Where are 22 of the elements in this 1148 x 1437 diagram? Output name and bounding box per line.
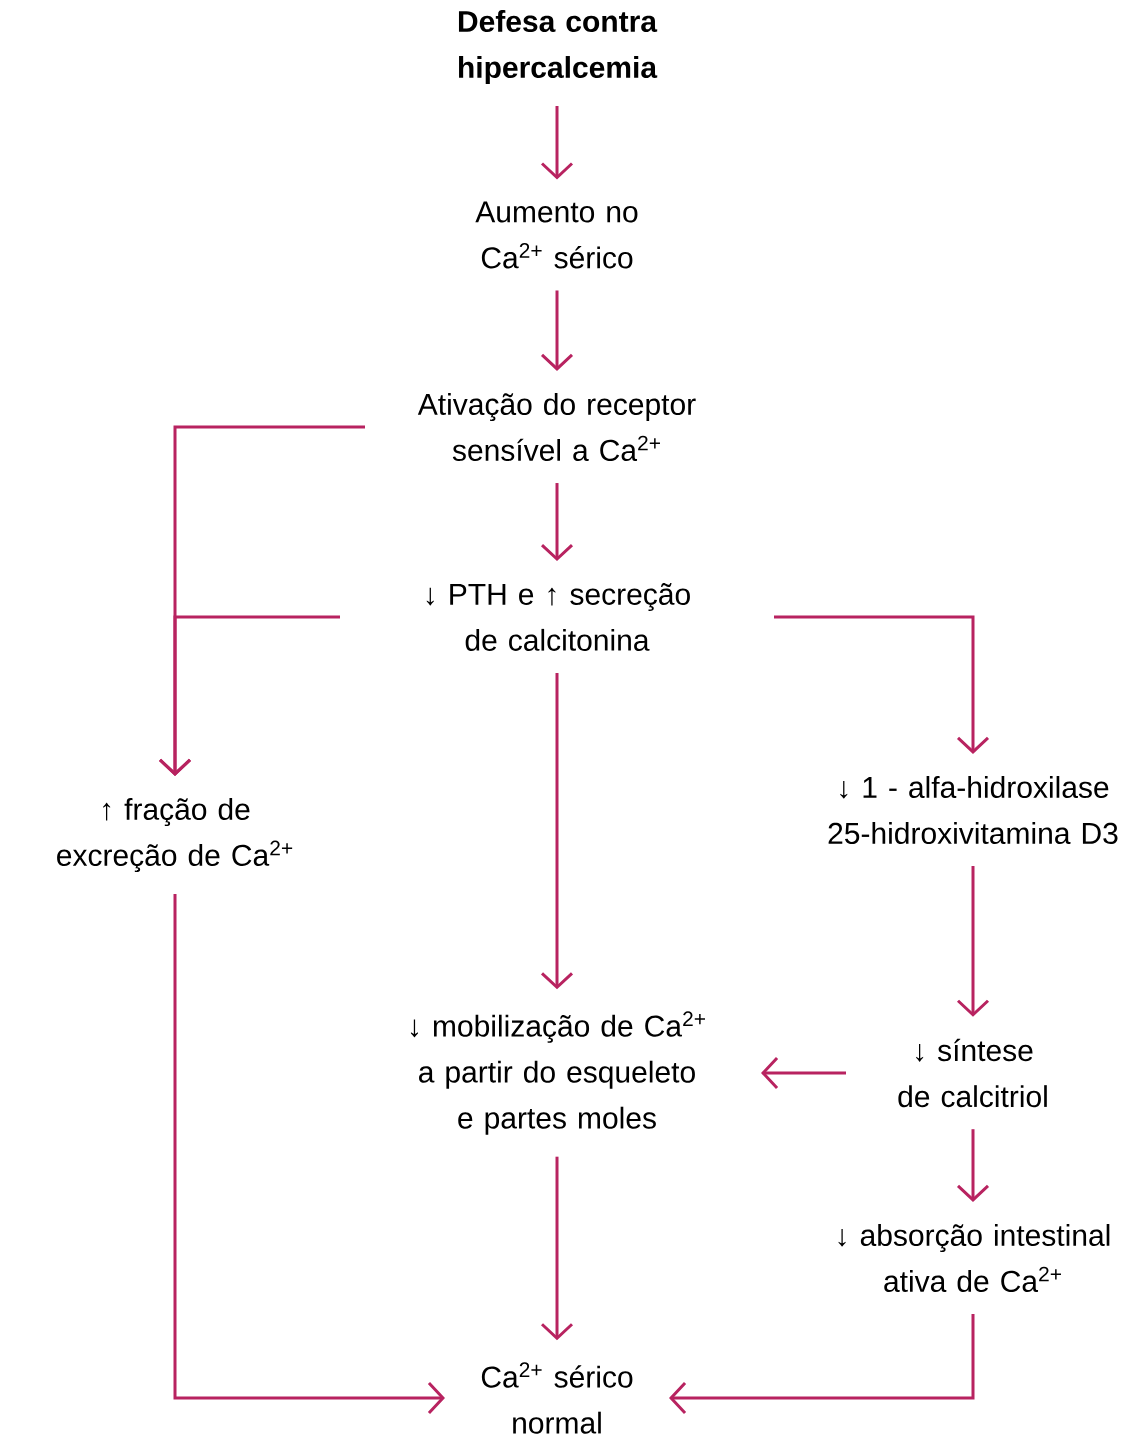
arrow <box>158 615 340 776</box>
arrow <box>956 1129 990 1202</box>
step-text: ↓ síntese de calcitriol <box>898 1038 1047 1108</box>
step-text: ↓ PTH e ↑ secreção de calcitonina <box>426 583 690 651</box>
arrow <box>173 894 445 1415</box>
step-text: ↑ fração de excreção de Ca$^{2+}$ <box>57 797 293 873</box>
arrow <box>541 672 574 990</box>
arrow <box>541 483 574 562</box>
arrow <box>761 1057 846 1090</box>
arrow <box>541 290 574 371</box>
step-text: ↓ 1 - alfa-hidroxilase 25-hidroxivitamina D3 <box>828 776 1118 844</box>
step-text: ↓ mobilização de Ca$^{2+}$ a partir do esqueleto e partes moles <box>410 1011 705 1135</box>
title-text: Defesa contra hipercalcemia <box>458 10 658 84</box>
arrow <box>956 866 990 1017</box>
step-text: ↓ absorção intestinal ativa de Ca$^{2+}$ <box>838 1224 1110 1292</box>
step-text: Ativação do receptor sensível a Ca$^{2+}$ <box>417 393 696 461</box>
step-text: Ca$^{2+}$ sérico normal <box>481 1362 633 1434</box>
arrow <box>774 615 990 754</box>
arrow <box>669 1314 975 1415</box>
step-text: Aumento no Ca$^{2+}$ sérico <box>475 201 638 269</box>
arrow <box>541 106 574 180</box>
arrow <box>541 1156 574 1341</box>
